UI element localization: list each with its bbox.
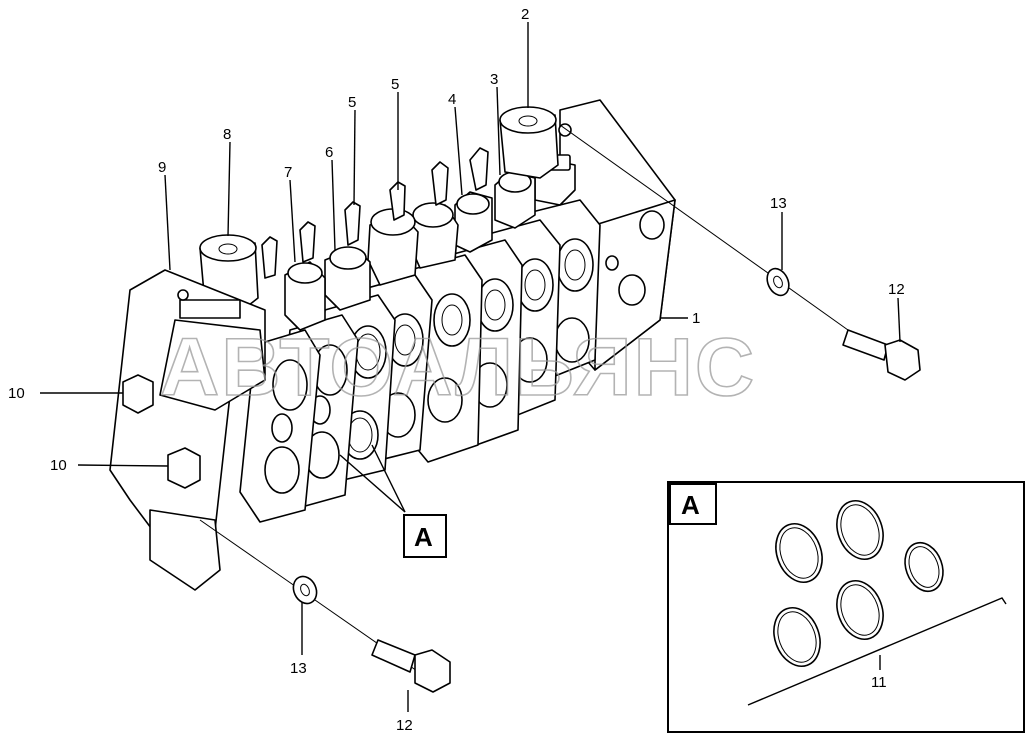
valve-sections — [239, 199, 601, 523]
callout-8: 8 — [223, 126, 231, 143]
callout-13-bottom: 13 — [290, 660, 307, 677]
callout-5-right: 5 — [391, 76, 399, 93]
tie-bolt-bottom — [199, 519, 451, 693]
control-valve-assembly — [109, 99, 921, 693]
callout-labels: 2 3 4 5 5 6 7 8 9 10 10 1 13 12 13 12 — [8, 6, 905, 734]
detail-reference-label: A — [414, 522, 433, 552]
callout-10-upper: 10 — [8, 385, 25, 402]
callout-3: 3 — [490, 71, 498, 88]
leader-lines — [40, 22, 901, 712]
callout-12-right: 12 — [888, 281, 905, 298]
callout-13-right: 13 — [770, 195, 787, 212]
detail-reference-marker: A — [403, 514, 447, 558]
inlet-section — [109, 269, 266, 591]
callout-1: 1 — [692, 310, 700, 327]
seal-kit-bracket — [747, 597, 1007, 706]
callout-10-lower: 10 — [50, 457, 67, 474]
detail-a-inset: A 11 — [667, 481, 1025, 733]
hex-plugs — [122, 374, 201, 489]
callout-2: 2 — [521, 6, 529, 23]
watermark-text: АВТОАЛЬЯНС — [160, 322, 756, 413]
callout-11: 11 — [871, 674, 887, 691]
detail-inset-label: A — [681, 490, 700, 520]
callout-7: 7 — [284, 164, 292, 181]
callout-4: 4 — [448, 91, 456, 108]
spool-caps — [199, 106, 576, 331]
callout-5-left: 5 — [348, 94, 356, 111]
callout-9: 9 — [158, 159, 166, 176]
callout-6: 6 — [325, 144, 333, 161]
callout-12-bottom: 12 — [396, 717, 413, 734]
seal-rings — [773, 500, 944, 667]
